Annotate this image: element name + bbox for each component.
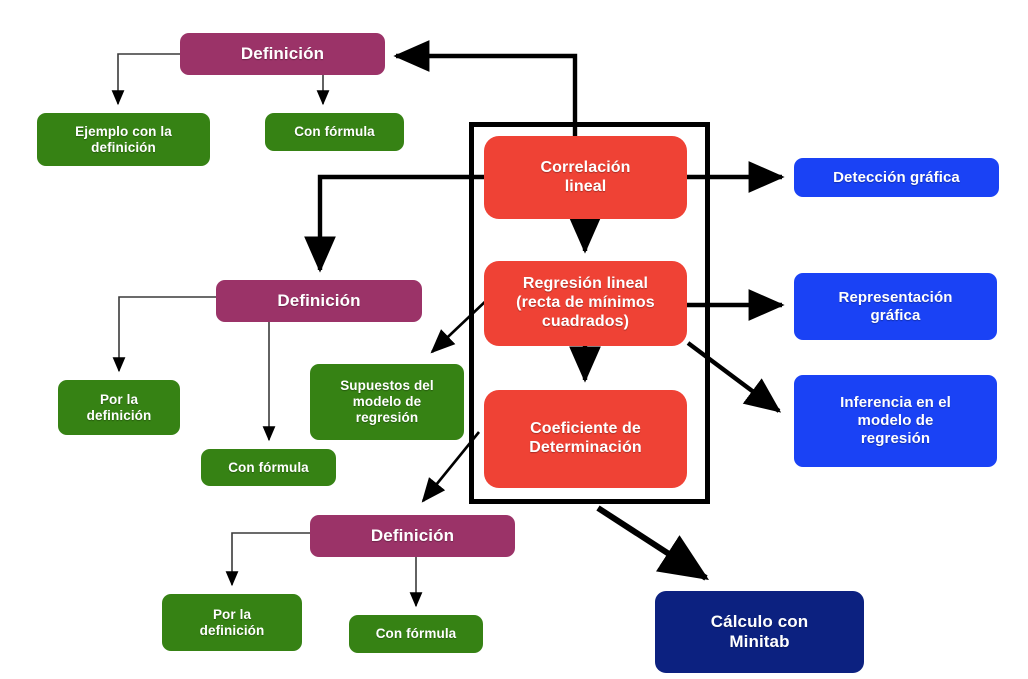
node-label: Definición xyxy=(370,525,455,545)
node-label: Definición xyxy=(240,43,325,63)
node-calculo-con-minitab[interactable]: Cálculo con Minitab xyxy=(655,591,864,673)
edge-regresion-to-definicion2 xyxy=(304,174,484,273)
node-regresion-lineal[interactable]: Regresión lineal (recta de mínimos cuadr… xyxy=(484,261,687,346)
node-label: Cálculo con Minitab xyxy=(710,611,809,651)
node-supuestos-modelo-regresion[interactable]: Supuestos del modelo de regresión xyxy=(310,364,464,440)
node-label: Detección gráfica xyxy=(833,168,960,186)
edge-coeficiente-to-minitab xyxy=(596,505,710,581)
node-label: Ejemplo con la definición xyxy=(75,123,172,155)
node-con-formula-coeficiente[interactable]: Con fórmula xyxy=(349,615,483,653)
node-correlacion-lineal[interactable]: Correlación lineal xyxy=(484,136,687,219)
node-definicion-correlacion[interactable]: Definición xyxy=(180,33,385,75)
node-con-formula-correlacion[interactable]: Con fórmula xyxy=(265,113,404,151)
node-label: Inferencia en el modelo de regresión xyxy=(840,394,951,447)
node-label: Coeficiente de Determinación xyxy=(529,420,642,456)
node-definicion-regresion[interactable]: Definición xyxy=(216,280,422,322)
node-ejemplo-con-la-definicion[interactable]: Ejemplo con la definición xyxy=(37,113,210,166)
edge-definicion3-to-por-la-definicion xyxy=(225,532,310,587)
node-deteccion-grafica[interactable]: Detección gráfica xyxy=(794,158,999,197)
node-por-la-definicion-regresion[interactable]: Por la definición xyxy=(58,380,180,435)
node-label: Correlación lineal xyxy=(540,158,631,195)
node-representacion-grafica[interactable]: Representación gráfica xyxy=(794,273,997,340)
node-definicion-coeficiente[interactable]: Definición xyxy=(310,515,515,557)
node-con-formula-regresion[interactable]: Con fórmula xyxy=(201,449,336,486)
node-label: Con fórmula xyxy=(375,626,457,642)
edge-definicion-to-ejemplo xyxy=(111,53,180,106)
node-label: Con fórmula xyxy=(228,459,309,475)
node-label: Regresión lineal (recta de mínimos cuadr… xyxy=(516,275,655,330)
node-label: Con fórmula xyxy=(294,124,375,140)
node-inferencia-modelo-regresion[interactable]: Inferencia en el modelo de regresión xyxy=(794,375,997,467)
node-label: Definición xyxy=(277,290,361,310)
node-label: Representación gráfica xyxy=(838,288,953,324)
node-label: Por la definición xyxy=(199,606,265,638)
node-label: Supuestos del modelo de regresión xyxy=(340,378,434,425)
node-por-la-definicion-coeficiente[interactable]: Por la definición xyxy=(162,594,302,651)
edge-definicion2-to-por-la-definicion xyxy=(112,296,216,373)
node-coeficiente-determinacion[interactable]: Coeficiente de Determinación xyxy=(484,390,687,488)
node-label: Por la definición xyxy=(86,391,152,423)
